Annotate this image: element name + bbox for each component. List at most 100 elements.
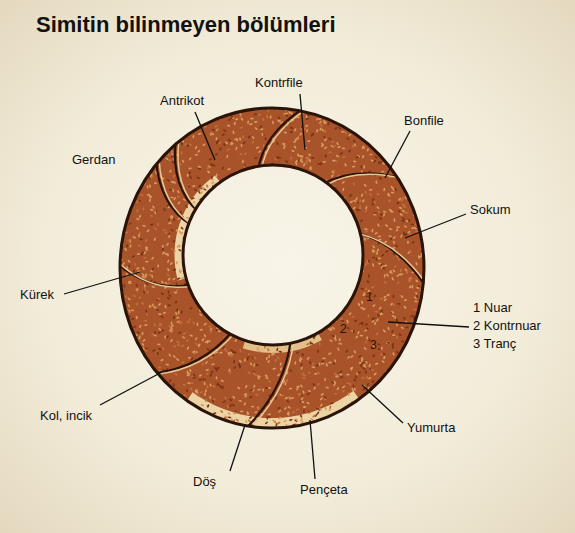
sesame-seed <box>167 268 170 272</box>
sesame-seed <box>323 122 327 124</box>
sesame-seed <box>220 379 224 383</box>
sesame-seed <box>188 318 191 322</box>
sesame-seed <box>331 171 335 174</box>
sesame-seed <box>245 385 248 389</box>
sesame-seed <box>365 340 367 344</box>
sesame-seed <box>377 223 380 227</box>
sesame-seed <box>133 325 137 328</box>
sesame-seed <box>176 316 180 319</box>
sesame-seed <box>199 313 203 316</box>
sesame-seed <box>383 281 387 285</box>
sesame-seed <box>178 244 181 248</box>
sesame-seed <box>193 373 197 377</box>
sesame-seed <box>334 335 336 339</box>
sesame-seed <box>188 171 191 175</box>
sesame-seed <box>255 364 259 367</box>
sesame-seed <box>349 194 352 198</box>
sesame-seed <box>173 239 175 243</box>
sesame-seed <box>341 181 345 185</box>
sesame-seed <box>295 159 298 163</box>
sesame-seed <box>277 421 281 424</box>
sesame-seed <box>198 343 200 347</box>
sesame-seed <box>364 237 367 241</box>
sesame-seed <box>286 411 289 415</box>
sesame-seed <box>282 143 285 147</box>
sesame-seed <box>408 219 410 223</box>
sesame-seed <box>359 199 362 203</box>
sesame-seed <box>152 349 156 353</box>
sesame-seed <box>343 131 347 134</box>
sesame-seed <box>368 377 372 380</box>
sesame-seed <box>311 157 315 160</box>
sesame-seed <box>141 332 143 336</box>
sesame-seed <box>144 288 147 292</box>
sesame-seed <box>346 373 350 375</box>
sesame-seed <box>284 112 288 115</box>
sesame-seed <box>199 188 201 192</box>
sesame-seed <box>247 120 249 124</box>
sesame-seed <box>228 416 232 418</box>
sesame-seed <box>382 352 386 356</box>
sesame-seed <box>399 213 403 217</box>
sesame-seed <box>255 411 259 413</box>
sesame-seed <box>385 250 389 254</box>
sesame-seed <box>172 268 176 271</box>
sesame-seed <box>300 363 303 367</box>
sesame-seed <box>180 210 182 214</box>
sesame-seed <box>376 248 379 252</box>
sesame-seed <box>131 255 135 258</box>
sesame-seed <box>142 267 145 271</box>
sesame-seed <box>403 305 407 309</box>
part-name: Yumurta <box>407 420 455 435</box>
sesame-seed <box>336 387 339 391</box>
sesame-seed <box>233 122 236 126</box>
sesame-seed <box>383 295 387 299</box>
sesame-seed <box>312 383 316 387</box>
sesame-seed <box>255 146 259 149</box>
sesame-seed <box>167 259 170 263</box>
sesame-seed <box>306 356 310 360</box>
sesame-seed <box>328 328 332 332</box>
sesame-seed <box>338 343 342 345</box>
sesame-seed <box>365 370 367 374</box>
sesame-seed <box>165 363 169 365</box>
sesame-seed <box>187 185 191 188</box>
sesame-seed <box>381 170 385 173</box>
sesame-seed <box>400 273 404 276</box>
sesame-seed <box>294 361 296 365</box>
sesame-seed <box>334 393 338 395</box>
sesame-seed <box>295 418 299 422</box>
sesame-seed <box>167 277 171 281</box>
sesame-seed <box>272 367 276 370</box>
sesame-seed <box>321 144 325 148</box>
sesame-seed <box>228 118 232 122</box>
sesame-seed <box>277 119 281 123</box>
sesame-seed <box>145 273 147 277</box>
sesame-seed <box>192 135 194 139</box>
sesame-seed <box>324 407 327 411</box>
simit-outline <box>120 108 424 428</box>
sesame-seed <box>123 284 125 288</box>
sesame-seed <box>214 124 218 128</box>
sesame-seed <box>136 218 140 221</box>
sesame-seed <box>244 358 247 362</box>
sesame-seed <box>172 181 176 184</box>
sesame-seed <box>271 352 274 356</box>
sesame-seed <box>215 137 217 141</box>
sesame-seed <box>328 362 332 364</box>
sesame-seed <box>395 244 399 248</box>
sesame-seed <box>290 156 292 160</box>
sesame-seed <box>365 360 369 364</box>
sesame-seed <box>346 327 350 330</box>
sesame-seed <box>186 389 188 393</box>
sesame-seed <box>379 217 383 220</box>
sesame-seed <box>173 174 176 178</box>
sesame-seed <box>235 147 238 151</box>
sesame-seed <box>141 252 143 256</box>
sesame-seed <box>361 361 364 365</box>
sesame-seed <box>210 356 214 359</box>
sesame-seed <box>144 349 148 353</box>
sesame-seed <box>378 177 382 180</box>
sesame-seed <box>168 159 172 162</box>
sesame-seed <box>368 363 371 367</box>
